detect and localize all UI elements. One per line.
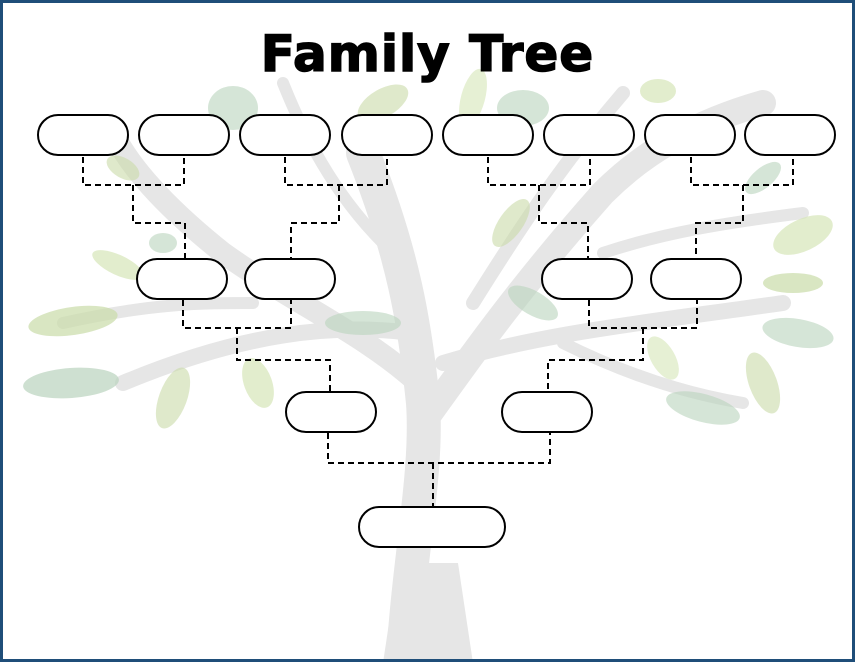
tree-illustration [23, 68, 834, 659]
grandparent-box[interactable] [541, 258, 633, 300]
grandparent-box[interactable] [650, 258, 742, 300]
parent-box[interactable] [285, 391, 377, 433]
great-grandparent-box[interactable] [37, 114, 129, 156]
connector-lines [82, 157, 794, 508]
grandparent-box[interactable] [244, 258, 336, 300]
great-grandparent-box[interactable] [138, 114, 230, 156]
great-grandparent-box[interactable] [744, 114, 836, 156]
tree-leaves [23, 68, 834, 429]
great-grandparent-box[interactable] [644, 114, 736, 156]
parent-box[interactable] [501, 391, 593, 433]
great-grandparent-box[interactable] [543, 114, 635, 156]
great-grandparent-box[interactable] [341, 114, 433, 156]
page-title: Family Tree [260, 24, 595, 84]
great-grandparent-box[interactable] [442, 114, 534, 156]
grandparent-box[interactable] [136, 258, 228, 300]
great-grandparent-box[interactable] [239, 114, 331, 156]
self-box[interactable] [358, 506, 506, 548]
